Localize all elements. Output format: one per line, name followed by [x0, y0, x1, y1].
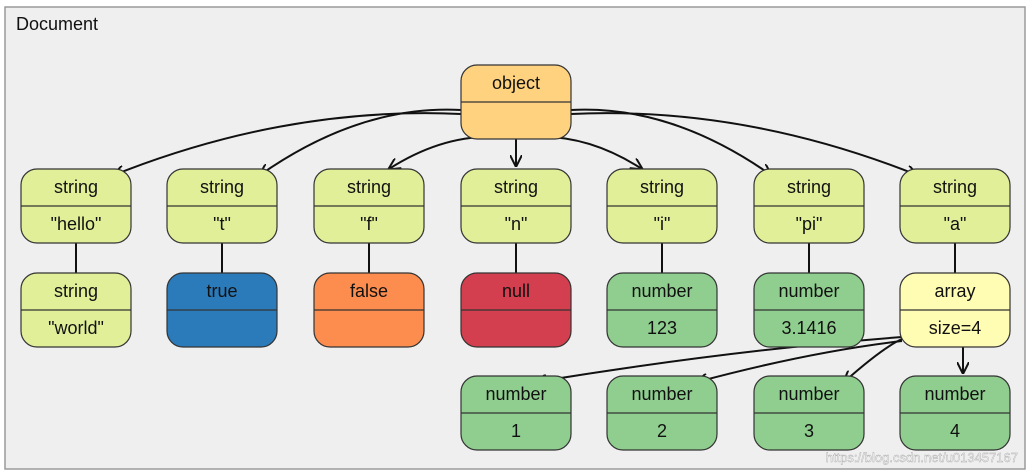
node-type-label: string [787, 177, 831, 197]
edge-obj-to-k_t [260, 108, 462, 175]
edges-layer [75, 108, 963, 382]
node-k_t: string "t" [166, 168, 278, 244]
node-value-label: "world" [48, 318, 104, 338]
nodes-layer: objectstring"hello"string"t"string"f"str… [20, 64, 1011, 451]
node-value-label: 2 [657, 421, 667, 441]
node-type-label: number [631, 384, 692, 404]
node-v_null: null [460, 272, 572, 348]
node-value-label: "i" [654, 214, 671, 234]
node-value-label: "hello" [51, 214, 102, 234]
edge-obj-to-k_hello [114, 112, 462, 175]
node-type-label: string [494, 177, 538, 197]
node-type-label: number [485, 384, 546, 404]
node-v_arr: array size=4 [899, 272, 1011, 348]
node-k_f: string "f" [313, 168, 425, 244]
node-type-label: null [502, 281, 530, 301]
node-e_3: number 3 [753, 375, 865, 451]
node-k_pi: string "pi" [753, 168, 865, 244]
node-e_4: number 4 [899, 375, 1011, 451]
node-value-label: "f" [360, 214, 378, 234]
node-type-label: number [778, 281, 839, 301]
document-title: Document [16, 14, 98, 34]
edge-obj-to-k_pi [570, 108, 771, 175]
node-type-label: object [492, 73, 540, 93]
edge-obj-to-k_a [570, 112, 917, 175]
node-value-label: "t" [213, 214, 231, 234]
node-type-label: array [934, 281, 975, 301]
node-value-label: size=4 [929, 318, 982, 338]
node-e_1: number 1 [460, 375, 572, 451]
node-value-label: 3 [804, 421, 814, 441]
node-value-label: 123 [647, 318, 677, 338]
node-value-label: 1 [511, 421, 521, 441]
node-type-label: number [778, 384, 839, 404]
node-e_2: number 2 [606, 375, 718, 451]
node-type-label: string [200, 177, 244, 197]
node-type-label: false [350, 281, 388, 301]
node-type-label: string [54, 177, 98, 197]
node-type-label: number [631, 281, 692, 301]
node-obj: object [460, 64, 572, 140]
node-type-label: string [54, 281, 98, 301]
node-value-label: 3.1416 [781, 318, 836, 338]
node-type-label: string [933, 177, 977, 197]
node-k_n: string "n" [460, 168, 572, 244]
node-value-label: 4 [950, 421, 960, 441]
node-v_world: string "world" [20, 272, 132, 348]
node-v_123: number 123 [606, 272, 718, 348]
node-v_false: false [313, 272, 425, 348]
node-type-label: true [206, 281, 237, 301]
node-type-label: string [347, 177, 391, 197]
node-type-label: string [640, 177, 684, 197]
node-k_i: string "i" [606, 168, 718, 244]
node-type-label: number [924, 384, 985, 404]
node-v_pi: number 3.1416 [753, 272, 865, 348]
watermark: https://blog.csdn.net/u013457167 [826, 450, 1018, 465]
node-k_a: string "a" [899, 168, 1011, 244]
node-value-label: "a" [944, 214, 967, 234]
node-v_true: true [166, 272, 278, 348]
node-value-label: "n" [505, 214, 528, 234]
node-k_hello: string "hello" [20, 168, 132, 244]
node-value-label: "pi" [796, 214, 823, 234]
edge-v_arr-to-e_2 [697, 340, 903, 382]
